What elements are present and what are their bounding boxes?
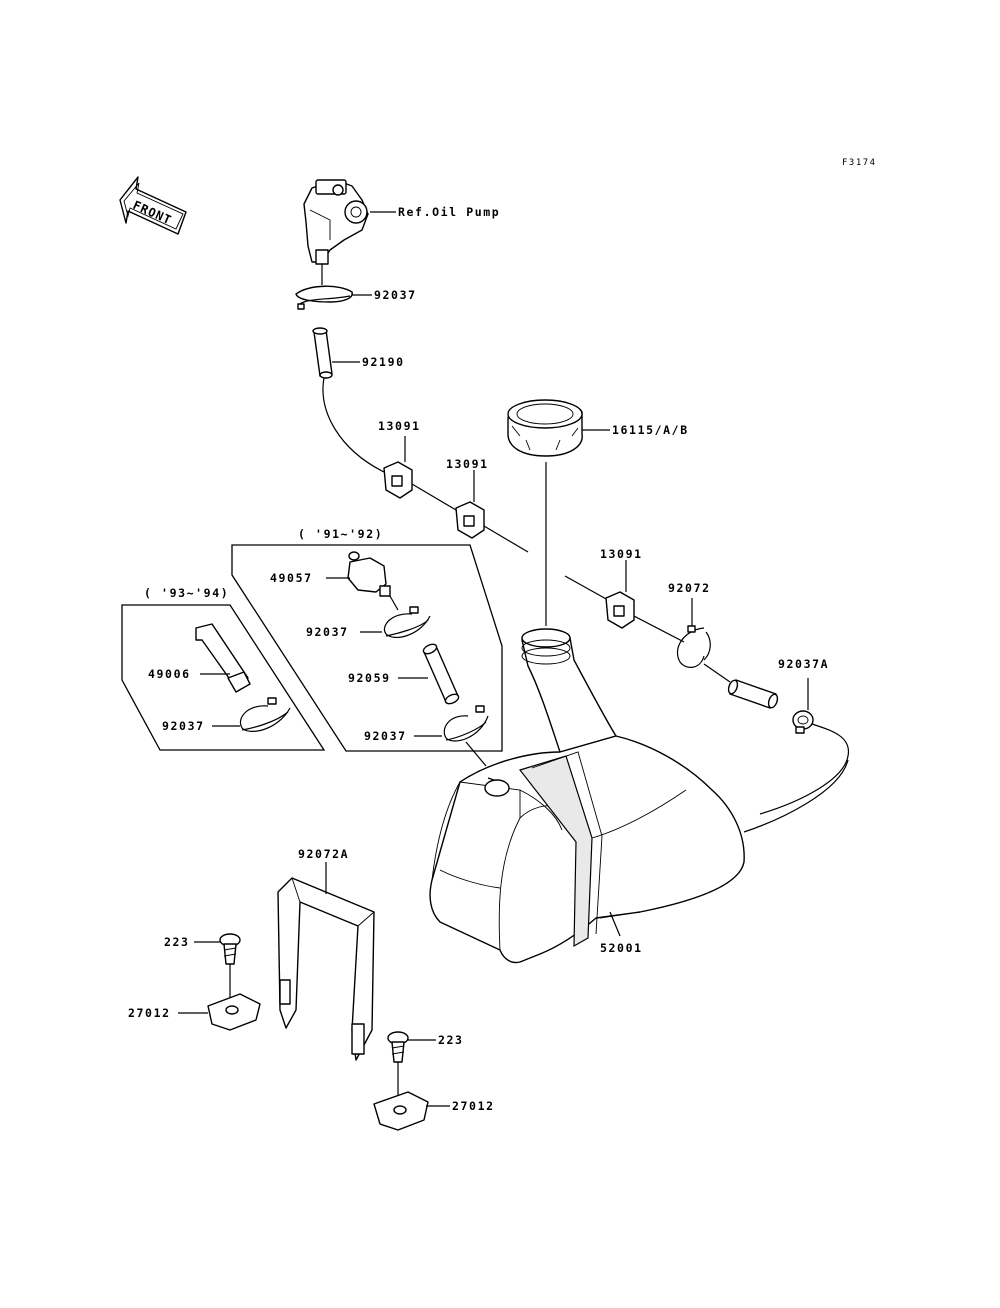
label-27012-right: 27012: [452, 1099, 495, 1113]
hose-92190: [312, 327, 385, 473]
bolt-223-right: [387, 1031, 436, 1100]
label-92190: 92190: [362, 355, 405, 369]
label-16115: 16115/A/B: [612, 423, 689, 437]
clamp-92037-left: [212, 697, 291, 732]
tank-cap-16115: [507, 399, 610, 626]
label-223-left: 223: [164, 935, 190, 949]
label-oil-pump: Ref.Oil Pump: [398, 205, 500, 219]
strainer-49006: [195, 623, 251, 693]
clip-13091-a: [383, 436, 457, 511]
group-box-93-94: [121, 604, 326, 751]
band-92072A: [277, 862, 375, 1061]
bolt-223-left: [194, 933, 241, 1000]
clip-13091-c: [605, 560, 685, 643]
label-49006: 49006: [148, 667, 191, 681]
hose-92059: [398, 643, 460, 705]
label-223-right: 223: [438, 1033, 464, 1047]
label-92072A: 92072A: [298, 847, 349, 861]
label-92037-left: 92037: [162, 719, 205, 733]
hose-right: [703, 663, 779, 709]
bracket-27012-right: [373, 1091, 450, 1131]
label-13091-b: 13091: [446, 457, 489, 471]
clamp-92072: [676, 598, 711, 668]
group-label-91-92: ( '91~'92): [298, 527, 383, 541]
filter-49057: [326, 551, 399, 611]
label-92037-low: 92037: [364, 729, 407, 743]
label-92037-mid: 92037: [306, 625, 349, 639]
clamp-92037A: [759, 678, 849, 815]
clamp-92037-mid: [360, 606, 431, 638]
label-27012-left: 27012: [128, 1006, 171, 1020]
label-13091-a: 13091: [378, 419, 421, 433]
oil-pump: [303, 179, 396, 285]
label-49057: 49057: [270, 571, 313, 585]
clamp-92037-low: [414, 705, 489, 767]
bracket-27012-left: [178, 993, 261, 1031]
group-label-93-94: ( '93~'94): [144, 586, 229, 600]
label-92037A: 92037A: [778, 657, 829, 671]
front-arrow-icon: FRONT: [119, 176, 187, 235]
figure-code: F3174: [842, 158, 877, 168]
clip-13091-b: [455, 470, 609, 601]
label-92072: 92072: [668, 581, 711, 595]
label-13091-c: 13091: [600, 547, 643, 561]
group-box-91-92: [231, 544, 503, 752]
oil-tank-52001: [429, 628, 849, 964]
clamp-92037-top: [295, 285, 372, 310]
label-92037-top: 92037: [374, 288, 417, 302]
label-92059: 92059: [348, 671, 391, 685]
label-52001: 52001: [600, 941, 643, 955]
